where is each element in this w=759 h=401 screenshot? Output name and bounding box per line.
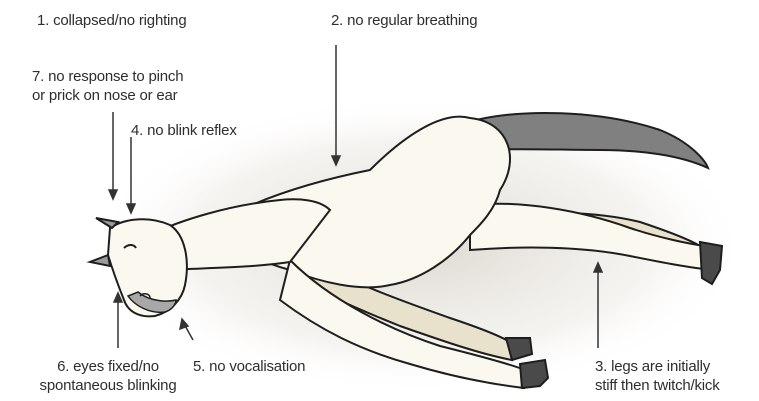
arrow-1 <box>109 112 117 199</box>
label-blink-reflex: 4. no blink reflex <box>131 121 237 140</box>
label-no-response-line-2: or prick on nose or ear <box>32 86 183 105</box>
label-eyes-fixed-line-1: 6. eyes fixed/no <box>13 357 203 376</box>
label-no-response: 7. no response to pinch or prick on nose… <box>32 67 183 105</box>
label-legs-line-1: 3. legs are initially <box>595 357 720 376</box>
label-collapsed: 1. collapsed/no righting <box>37 11 186 30</box>
label-legs-line-2: stiff then twitch/kick <box>595 376 720 395</box>
label-breathing: 2. no regular breathing <box>331 11 477 30</box>
label-vocalisation: 5. no vocalisation <box>193 357 305 376</box>
label-eyes-fixed-line-2: spontaneous blinking <box>13 376 203 395</box>
label-no-response-line-1: 7. no response to pinch <box>32 67 183 86</box>
label-legs: 3. legs are initially stiff then twitch/… <box>595 357 720 395</box>
label-eyes-fixed: 6. eyes fixed/no spontaneous blinking <box>13 357 203 395</box>
arrow-6 <box>114 293 122 348</box>
